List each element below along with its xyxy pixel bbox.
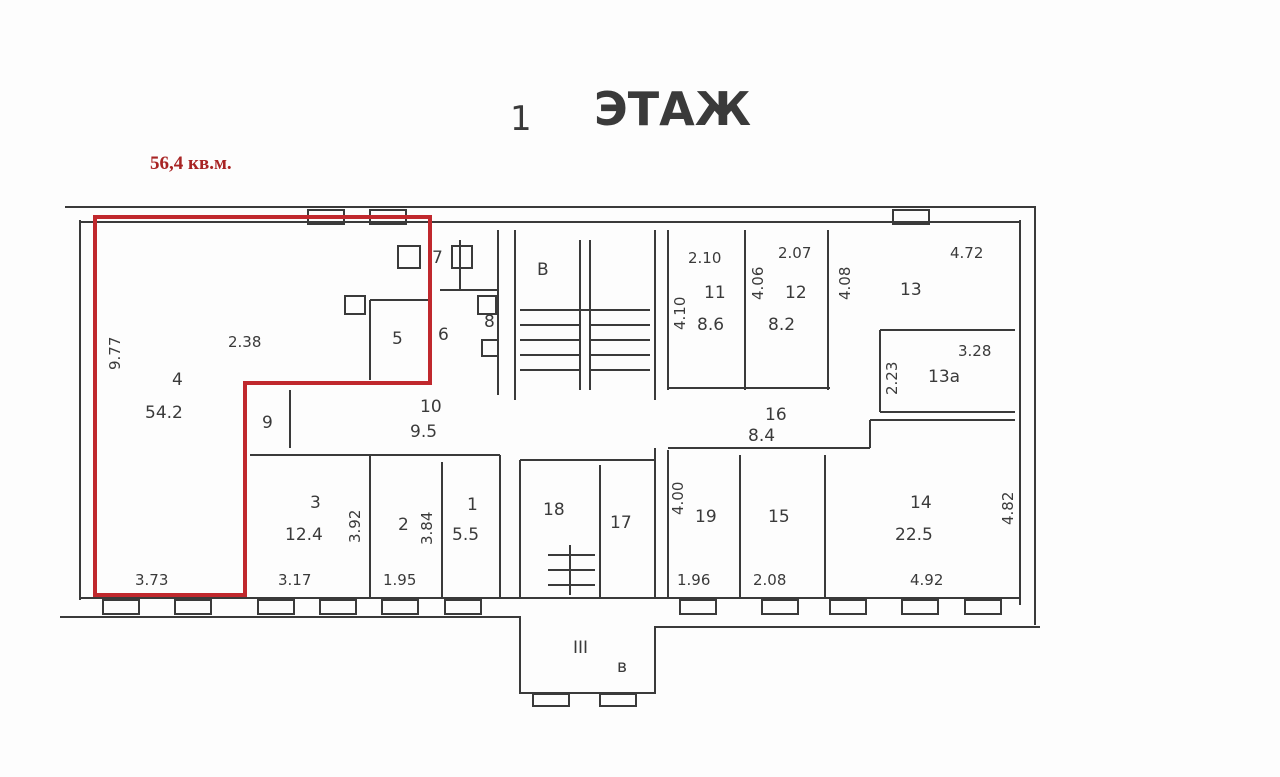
floor-title: ЭТАЖ [594,82,751,136]
room-16-area: 8.4 [748,426,775,446]
room-13a-number: 13a [928,367,960,387]
floor-plan-lines [60,206,1040,707]
dimension-label: 2.38 [228,333,261,351]
dimension-label: 2.23 [883,362,901,395]
dimension-label: 2.07 [778,244,811,262]
room-19-number: 19 [695,507,717,527]
floor-number: 1 [510,99,532,139]
dimension-label: 3.84 [418,512,436,545]
room-10-number: 10 [420,397,442,417]
dimension-label: 4.08 [836,267,854,300]
room-14-number: 14 [910,493,932,513]
room-1-number: 1 [467,495,478,515]
dimension-label: 1.95 [383,571,416,589]
dimension-label: 4.06 [749,267,767,300]
dimension-label: 4.82 [999,492,1017,525]
stair-III-label: III [573,638,588,658]
highlighted-area-label: 56,4 кв.м. [150,153,232,174]
room-3-area: 12.4 [285,525,323,545]
room-6-number: 6 [438,325,449,345]
dimension-label: 2.08 [753,571,786,589]
room-5-number: 5 [392,329,403,349]
room-1-area: 5.5 [452,525,479,545]
room-3-number: 3 [310,493,321,513]
room-14-area: 22.5 [895,525,933,545]
dimension-label: 4.10 [671,297,689,330]
room-11-area: 8.6 [697,315,724,335]
dimension-label: 2.10 [688,249,721,267]
dimension-label: 3.92 [346,510,364,543]
room-13-number: 13 [900,280,922,300]
stair-B-label: В [537,260,549,280]
dimension-labels: 9.77 2.38 3.73 3.92 3.17 3.84 1.95 4.00 … [106,244,1017,589]
room-15-number: 15 [768,507,790,527]
room-17-number: 17 [610,513,632,533]
dimension-label: 1.96 [677,571,710,589]
dimension-label: 4.72 [950,244,983,262]
room-2-number: 2 [398,515,409,535]
room-9-number: 9 [262,413,273,433]
room-7-number: 7 [432,248,443,268]
entrance-v-label: в [617,657,627,677]
dimension-label: 4.92 [910,571,943,589]
room-12-area: 8.2 [768,315,795,335]
room-8-number: 8 [484,312,495,332]
room-10-area: 9.5 [410,422,437,442]
dimension-label: 3.28 [958,342,991,360]
room-16-number: 16 [765,405,787,425]
dimension-label: 4.00 [669,482,687,515]
dimension-label: 9.77 [106,337,124,370]
room-11-number: 11 [704,283,726,303]
room-4-area: 54.2 [145,403,183,423]
room-18-number: 18 [543,500,565,520]
room-4-number: 4 [172,370,183,390]
dimension-label: 3.17 [278,571,311,589]
dimension-label: 3.73 [135,571,168,589]
room-12-number: 12 [785,283,807,303]
highlighted-area-outline [93,215,432,597]
